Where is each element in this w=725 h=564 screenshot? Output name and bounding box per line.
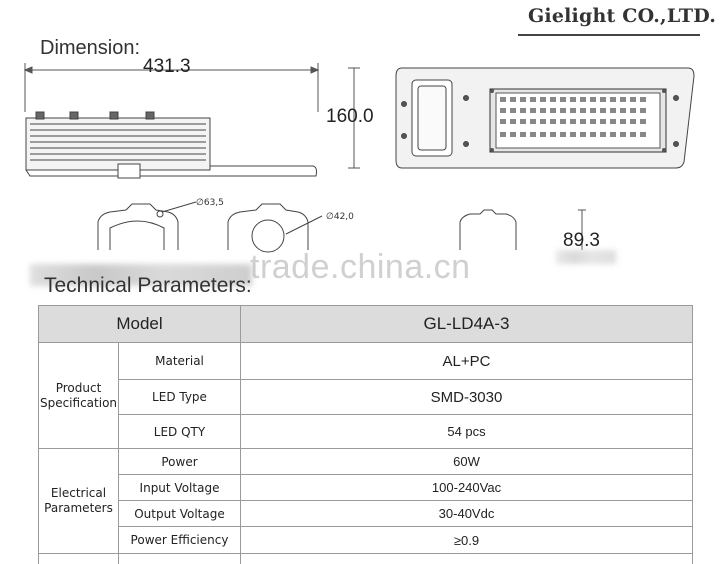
value-led-type: SMD-3030 [241, 380, 693, 415]
param-output-voltage: Output Voltage [119, 501, 241, 527]
watermark: trade.china.cn [250, 248, 471, 287]
param-power: Power [119, 449, 241, 475]
section-title: Technical Parameters: [44, 274, 252, 298]
value-output-voltage: 30-40Vdc [241, 501, 693, 527]
value-input-voltage: 100-240Vac [241, 475, 693, 501]
table-row: Input Voltage 100-240Vac [39, 475, 693, 501]
value-power-efficiency: ≥0.9 [241, 527, 693, 554]
group-label-line2: Parameters [44, 501, 113, 515]
side-view [26, 112, 317, 178]
partial-cell [241, 554, 693, 564]
header-model: Model [39, 306, 241, 343]
profile-views [98, 202, 586, 252]
param-led-qty: LED QTY [119, 415, 241, 449]
table-row: LED Type SMD-3030 [39, 380, 693, 415]
value-material: AL+PC [241, 343, 693, 380]
blurred-region-small [556, 250, 616, 264]
param-led-type: LED Type [119, 380, 241, 415]
diameter-a-label: ∅63,5 [196, 198, 224, 208]
spec-table: Model GL-LD4A-3 Product Specification Ma… [38, 305, 693, 564]
value-led-qty: 54 pcs [241, 415, 693, 449]
height-label: 89.3 [563, 230, 600, 252]
partial-cell [39, 554, 119, 564]
table-row: LED QTY 54 pcs [39, 415, 693, 449]
value-power: 60W [241, 449, 693, 475]
table-row: Output Voltage 30-40Vdc [39, 501, 693, 527]
width-label: 160.0 [326, 106, 374, 128]
table-header-row: Model GL-LD4A-3 [39, 306, 693, 343]
top-view [348, 68, 694, 168]
group-label-line1: Product [56, 381, 102, 395]
header-model-value: GL-LD4A-3 [241, 306, 693, 343]
diameter-b-label: ∅42,0 [326, 212, 354, 222]
param-input-voltage: Input Voltage [119, 475, 241, 501]
length-label: 431.3 [143, 56, 191, 78]
partial-cell [119, 554, 241, 564]
group-label-line1: Electrical [51, 486, 106, 500]
table-row: Electrical Parameters Power 60W [39, 449, 693, 475]
table-row: Power Efficiency ≥0.9 [39, 527, 693, 554]
param-material: Material [119, 343, 241, 380]
param-power-efficiency: Power Efficiency [119, 527, 241, 554]
table-row: Product Specification Material AL+PC [39, 343, 693, 380]
group-label-line2: Specification [40, 396, 117, 410]
table-row-partial [39, 554, 693, 564]
group-electrical: Electrical Parameters [39, 449, 119, 554]
group-product-spec: Product Specification [39, 343, 119, 449]
